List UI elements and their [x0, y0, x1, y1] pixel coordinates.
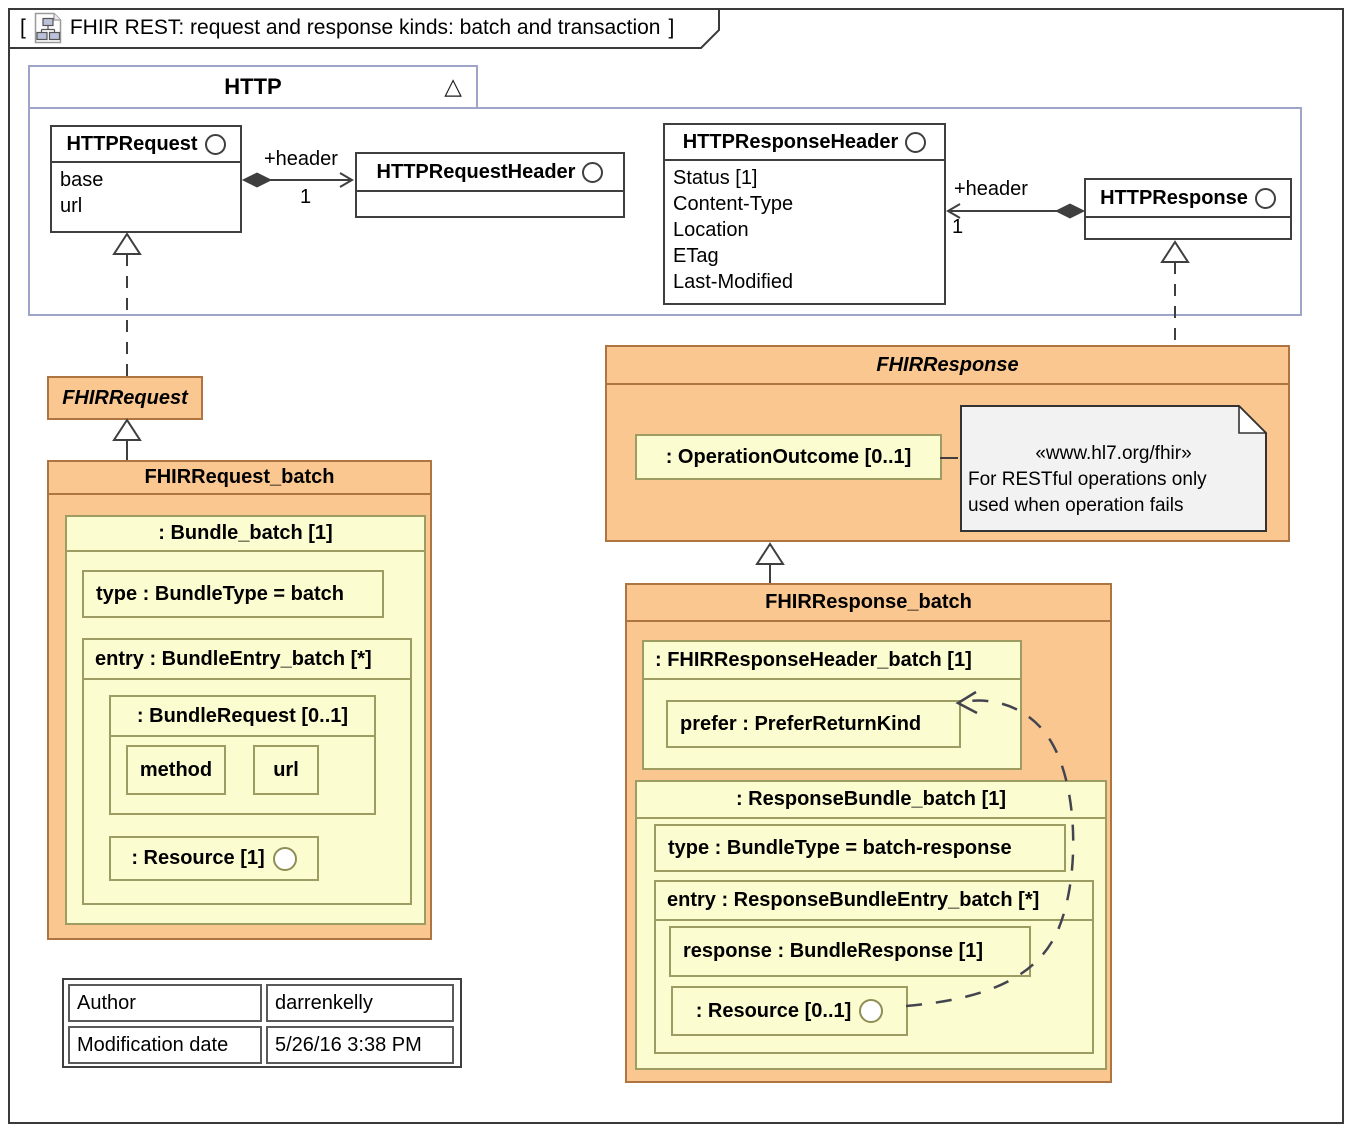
note-line1: For RESTful operations only: [968, 469, 1207, 490]
part-bundle-type[interactable]: type : BundleType = batch: [82, 570, 384, 618]
class-ball-icon: [1254, 187, 1276, 209]
http-package-tab[interactable]: HTTP △: [28, 65, 478, 109]
part-text-responsebundle-type: type : BundleType = batch-response: [668, 836, 1012, 859]
part-bundle-entry[interactable]: entry : BundleEntry_batch [*] : BundleRe…: [82, 638, 412, 905]
attr-status: Status [1]: [673, 167, 758, 189]
part-name-responsebundle-batch: : ResponseBundle_batch [1]: [637, 782, 1105, 819]
title-tab-shape: [8, 8, 720, 49]
part-responsebundle-entry[interactable]: entry : ResponseBundleEntry_batch [*] re…: [654, 880, 1094, 1054]
attr-last-modified: Last-Modified: [673, 271, 794, 293]
info-cell-moddate-value: 5/26/16 3:38 PM: [266, 1026, 454, 1064]
part-name-bundle-batch: : Bundle_batch [1]: [67, 517, 424, 552]
part-url[interactable]: url: [253, 745, 319, 795]
note-stereotype: «www.hl7.org/fhir»: [1035, 443, 1192, 464]
class-name-httpresponseheader: HTTPResponseHeader: [682, 130, 899, 153]
part-name-bundle-entry: entry : BundleEntry_batch [*]: [84, 640, 410, 680]
part-method[interactable]: method: [126, 745, 226, 795]
part-bundleresponse[interactable]: response : BundleResponse [1]: [669, 926, 1031, 977]
assoc-request-role-label: +header: [264, 148, 338, 170]
info-cell-moddate-label: Modification date: [68, 1026, 262, 1064]
class-name-httpresponse: HTTPResponse: [1100, 186, 1248, 209]
http-package-name: HTTP: [224, 74, 282, 99]
part-name-responsebundle-entry: entry : ResponseBundleEntry_batch [*]: [656, 882, 1092, 921]
part-text-prefer: prefer : PreferReturnKind: [680, 712, 922, 735]
part-operationoutcome[interactable]: : OperationOutcome [0..1]: [635, 434, 942, 480]
part-text-method: method: [139, 758, 213, 781]
class-httprequest[interactable]: HTTPRequest base url: [50, 125, 242, 233]
attr-location: Location: [673, 219, 749, 241]
part-prefer[interactable]: prefer : PreferReturnKind: [666, 700, 961, 748]
info-cell-author-value: darrenkelly: [266, 984, 454, 1022]
part-bundle-batch[interactable]: : Bundle_batch [1] type : BundleType = b…: [65, 515, 426, 925]
class-fhirresponse-batch[interactable]: FHIRResponse_batch : FHIRResponseHeader_…: [625, 583, 1112, 1083]
part-response-resource[interactable]: : Resource [0..1]: [671, 986, 908, 1036]
part-responsebundle-type[interactable]: type : BundleType = batch-response: [654, 824, 1066, 872]
class-name-httprequestheader: HTTPRequestHeader: [376, 160, 576, 183]
part-text-response-resource: : Resource [0..1]: [695, 999, 852, 1022]
class-fhirrequest[interactable]: FHIRRequest: [47, 376, 203, 420]
note-shape: [960, 404, 1268, 532]
part-resource[interactable]: : Resource [1]: [109, 836, 319, 881]
assoc-response-mult-label: 1: [952, 216, 964, 238]
class-httpresponse[interactable]: HTTPResponse: [1084, 178, 1292, 240]
resource-ball-icon: [859, 999, 884, 1023]
title-bracket-close: ]: [668, 16, 675, 39]
class-ball-icon: [582, 161, 604, 183]
class-ball-icon: [905, 131, 927, 153]
title-bracket-open: [: [20, 16, 26, 39]
collapse-triangle-icon[interactable]: △: [444, 73, 462, 99]
class-ball-icon: [204, 133, 226, 155]
part-fhirresponseheader-batch[interactable]: : FHIRResponseHeader_batch [1] prefer : …: [642, 640, 1022, 770]
part-text-bundle-type: type : BundleType = batch: [96, 582, 344, 605]
class-fhirrequest-batch[interactable]: FHIRRequest_batch : Bundle_batch [1] typ…: [47, 460, 432, 940]
note-hl7[interactable]: «www.hl7.org/fhir» For RESTful operation…: [960, 404, 1268, 532]
attr-etag: ETag: [673, 245, 719, 267]
diagram-title-tab[interactable]: [ FHIR REST: request and response kinds:…: [8, 8, 722, 50]
class-name-fhirrequest-batch: FHIRRequest_batch: [49, 462, 430, 495]
info-cell-author-label: Author: [68, 984, 262, 1022]
class-httpresponseheader[interactable]: HTTPResponseHeader Status [1] Content-Ty…: [663, 123, 946, 305]
diagram-info-table: Author darrenkelly Modification date 5/2…: [62, 978, 462, 1068]
part-name-bundle-request: : BundleRequest [0..1]: [111, 697, 374, 737]
note-line2: used when operation fails: [968, 495, 1184, 516]
part-text-bundleresponse: response : BundleResponse [1]: [683, 940, 984, 962]
class-name-fhirresponse: FHIRResponse: [607, 347, 1288, 385]
part-bundle-request[interactable]: : BundleRequest [0..1] method url: [109, 695, 376, 815]
class-httprequestheader[interactable]: HTTPRequestHeader: [355, 152, 625, 218]
class-name-httprequest: HTTPRequest: [66, 132, 198, 155]
attr-content-type: Content-Type: [673, 193, 794, 215]
part-text-resource: : Resource [1]: [131, 847, 265, 869]
class-name-fhirresponse-batch: FHIRResponse_batch: [627, 585, 1110, 622]
class-diagram-icon: [34, 12, 62, 44]
resource-ball-icon: [272, 846, 297, 871]
diagram-title: FHIR REST: request and response kinds: b…: [69, 16, 661, 39]
assoc-response-role-label: +header: [954, 178, 1028, 200]
class-fhirresponse[interactable]: FHIRResponse : OperationOutcome [0..1] «…: [605, 345, 1290, 542]
part-name-fhirresponseheader-batch: : FHIRResponseHeader_batch [1]: [644, 642, 1020, 680]
part-text-operationoutcome: : OperationOutcome [0..1]: [665, 445, 912, 468]
part-text-url: url: [273, 758, 299, 781]
attr-url: url: [60, 195, 83, 217]
class-name-fhirrequest: FHIRRequest: [62, 386, 188, 409]
assoc-request-mult-label: 1: [300, 186, 312, 208]
part-responsebundle-batch[interactable]: : ResponseBundle_batch [1] type : Bundle…: [635, 780, 1107, 1070]
attr-base: base: [60, 169, 104, 191]
